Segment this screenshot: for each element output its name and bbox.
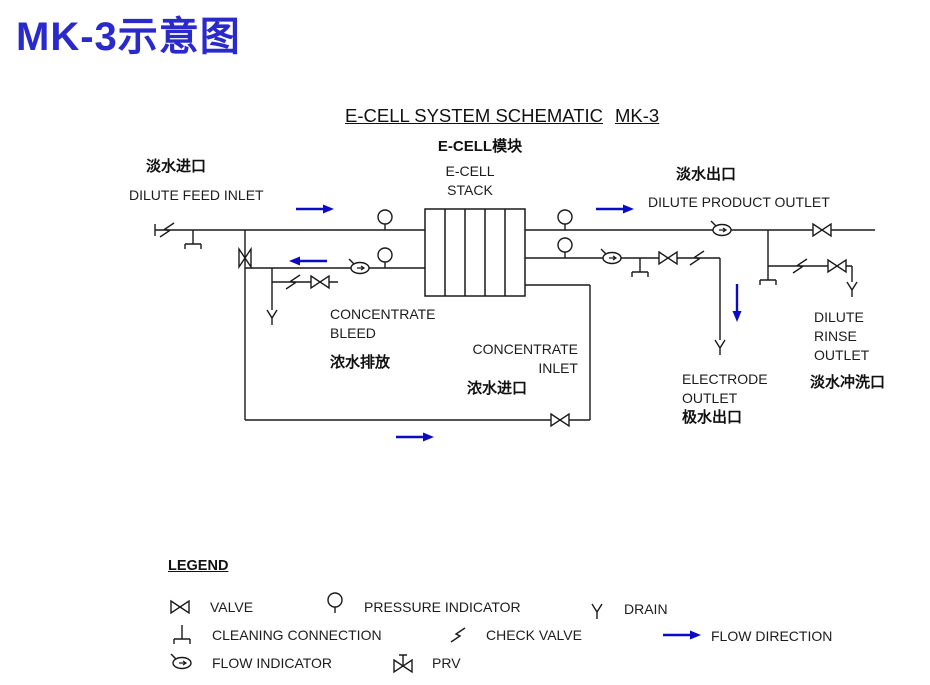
dilute-rinse-outlet-label-line3: OUTLET bbox=[814, 347, 870, 363]
legend-check-valve-label: CHECK VALVE bbox=[486, 627, 582, 643]
ecell-stack bbox=[424, 208, 526, 297]
electrode-outlet-cn-label: 极水出口 bbox=[682, 409, 743, 426]
dilute-product-outlet-label: DILUTE PRODUCT OUTLET bbox=[648, 194, 830, 210]
dilute-rinse-outlet-label-line1: DILUTE bbox=[814, 309, 864, 325]
feed-cleaning-connection-icon bbox=[184, 229, 202, 250]
concentrate-bleed-cn-label: 浓水排放 bbox=[330, 354, 391, 371]
legend-prv-icon bbox=[393, 654, 413, 673]
legend-cleaning-connection-label: CLEANING CONNECTION bbox=[212, 627, 382, 643]
concentrate-bleed-label-line2: BLEED bbox=[330, 325, 376, 341]
concentrate-inlet-label-line1: CONCENTRATE bbox=[472, 341, 578, 357]
dilute-rinse-outlet-label-line2: RINSE bbox=[814, 328, 857, 344]
legend-title: LEGEND bbox=[168, 558, 229, 574]
legend-flow-indicator-label: FLOW INDICATOR bbox=[212, 655, 333, 671]
legend-pressure-indicator-label: PRESSURE INDICATOR bbox=[364, 599, 521, 615]
ecell-module-label: E-CELL模块 bbox=[437, 138, 523, 155]
electrode-outlet-label-line2: OUTLET bbox=[682, 390, 738, 406]
concentrate-inlet-label-line2: INLET bbox=[538, 360, 578, 376]
concentrate-flow-arrow-icon bbox=[287, 255, 329, 267]
concentrate-bleed-label: CONCENTRATE BLEED bbox=[330, 305, 436, 343]
product-flow-arrow-icon bbox=[594, 203, 636, 215]
legend-drain-label: DRAIN bbox=[624, 601, 668, 617]
legend-valve-icon bbox=[170, 600, 190, 614]
electrode-cleaning-connection-icon bbox=[631, 257, 649, 278]
dilute-rinse-outlet-label: DILUTE RINSE OUTLET bbox=[814, 308, 869, 365]
pipes bbox=[154, 224, 875, 421]
legend-valve-label: VALVE bbox=[210, 599, 254, 615]
legend-pressure-indicator-icon bbox=[327, 592, 343, 614]
schematic-heading: E-CELL SYSTEM SCHEMATIC MK-3 bbox=[345, 105, 659, 127]
feed-flow-arrow-icon bbox=[294, 203, 336, 215]
product-valve-icon bbox=[812, 223, 832, 237]
stack-body bbox=[424, 208, 526, 297]
dilute-feed-inlet-cn-label: 淡水进口 bbox=[146, 158, 207, 175]
rinse-valve-icon bbox=[827, 259, 847, 273]
bleed-drain-icon bbox=[266, 309, 278, 326]
feed-pressure-indicator-icon bbox=[377, 209, 393, 231]
electrode-flow-arrow-icon bbox=[731, 282, 743, 324]
concentrate-bleed-label-line1: CONCENTRATE bbox=[330, 306, 436, 322]
electrode-flow-indicator-icon bbox=[600, 248, 622, 265]
legend-cleaning-connection-icon bbox=[173, 624, 191, 645]
electrode-outlet-label: ELECTRODE OUTLET bbox=[682, 370, 768, 408]
legend-flow-direction-label: FLOW DIRECTION bbox=[711, 628, 833, 644]
dilute-feed-inlet-label: DILUTE FEED INLET bbox=[129, 187, 264, 203]
schematic-heading-main: E-CELL SYSTEM SCHEMATIC bbox=[345, 105, 604, 126]
concentrate-inlet-label: CONCENTRATE INLET bbox=[456, 340, 578, 378]
concentrate-pressure-indicator-icon bbox=[377, 247, 393, 269]
ecell-stack-label-line2: STACK bbox=[447, 182, 493, 198]
loop-bottom-valve-icon bbox=[550, 413, 570, 427]
ecell-stack-label-line1: E-CELL bbox=[445, 163, 495, 179]
legend-check-valve-icon bbox=[450, 627, 466, 643]
dilute-rinse-outlet-cn-label: 淡水冲洗口 bbox=[810, 374, 886, 391]
bleed-valve-icon bbox=[310, 275, 330, 289]
concentrate-flow-indicator-icon bbox=[348, 258, 370, 275]
product-pressure-indicator-icon bbox=[557, 209, 573, 231]
legend-drain-icon bbox=[591, 603, 603, 620]
dilute-product-outlet-cn-label: 淡水出口 bbox=[676, 166, 737, 183]
page-title: MK-3示意图 bbox=[16, 15, 241, 59]
ecell-stack-label: E-CELL STACK bbox=[427, 162, 513, 200]
legend-prv-label: PRV bbox=[432, 655, 461, 671]
concentrate-inlet-cn-label: 浓水进口 bbox=[467, 380, 528, 397]
rinse-cleaning-connection-icon bbox=[759, 265, 777, 286]
electrode-valve-icon bbox=[658, 251, 678, 265]
rinse-drain-icon bbox=[846, 281, 858, 298]
electrode-outlet-label-line1: ELECTRODE bbox=[682, 371, 768, 387]
stack-cells bbox=[444, 209, 506, 296]
electrode-drain-icon bbox=[714, 339, 726, 356]
schematic-heading-mk: MK-3 bbox=[615, 105, 660, 126]
legend-flow-indicator-icon bbox=[170, 653, 192, 670]
electrode-pressure-indicator-icon bbox=[557, 237, 573, 259]
product-flow-indicator-icon bbox=[710, 220, 732, 237]
loop-flow-arrow-icon bbox=[394, 431, 436, 443]
legend-flow-direction-icon bbox=[661, 629, 703, 641]
